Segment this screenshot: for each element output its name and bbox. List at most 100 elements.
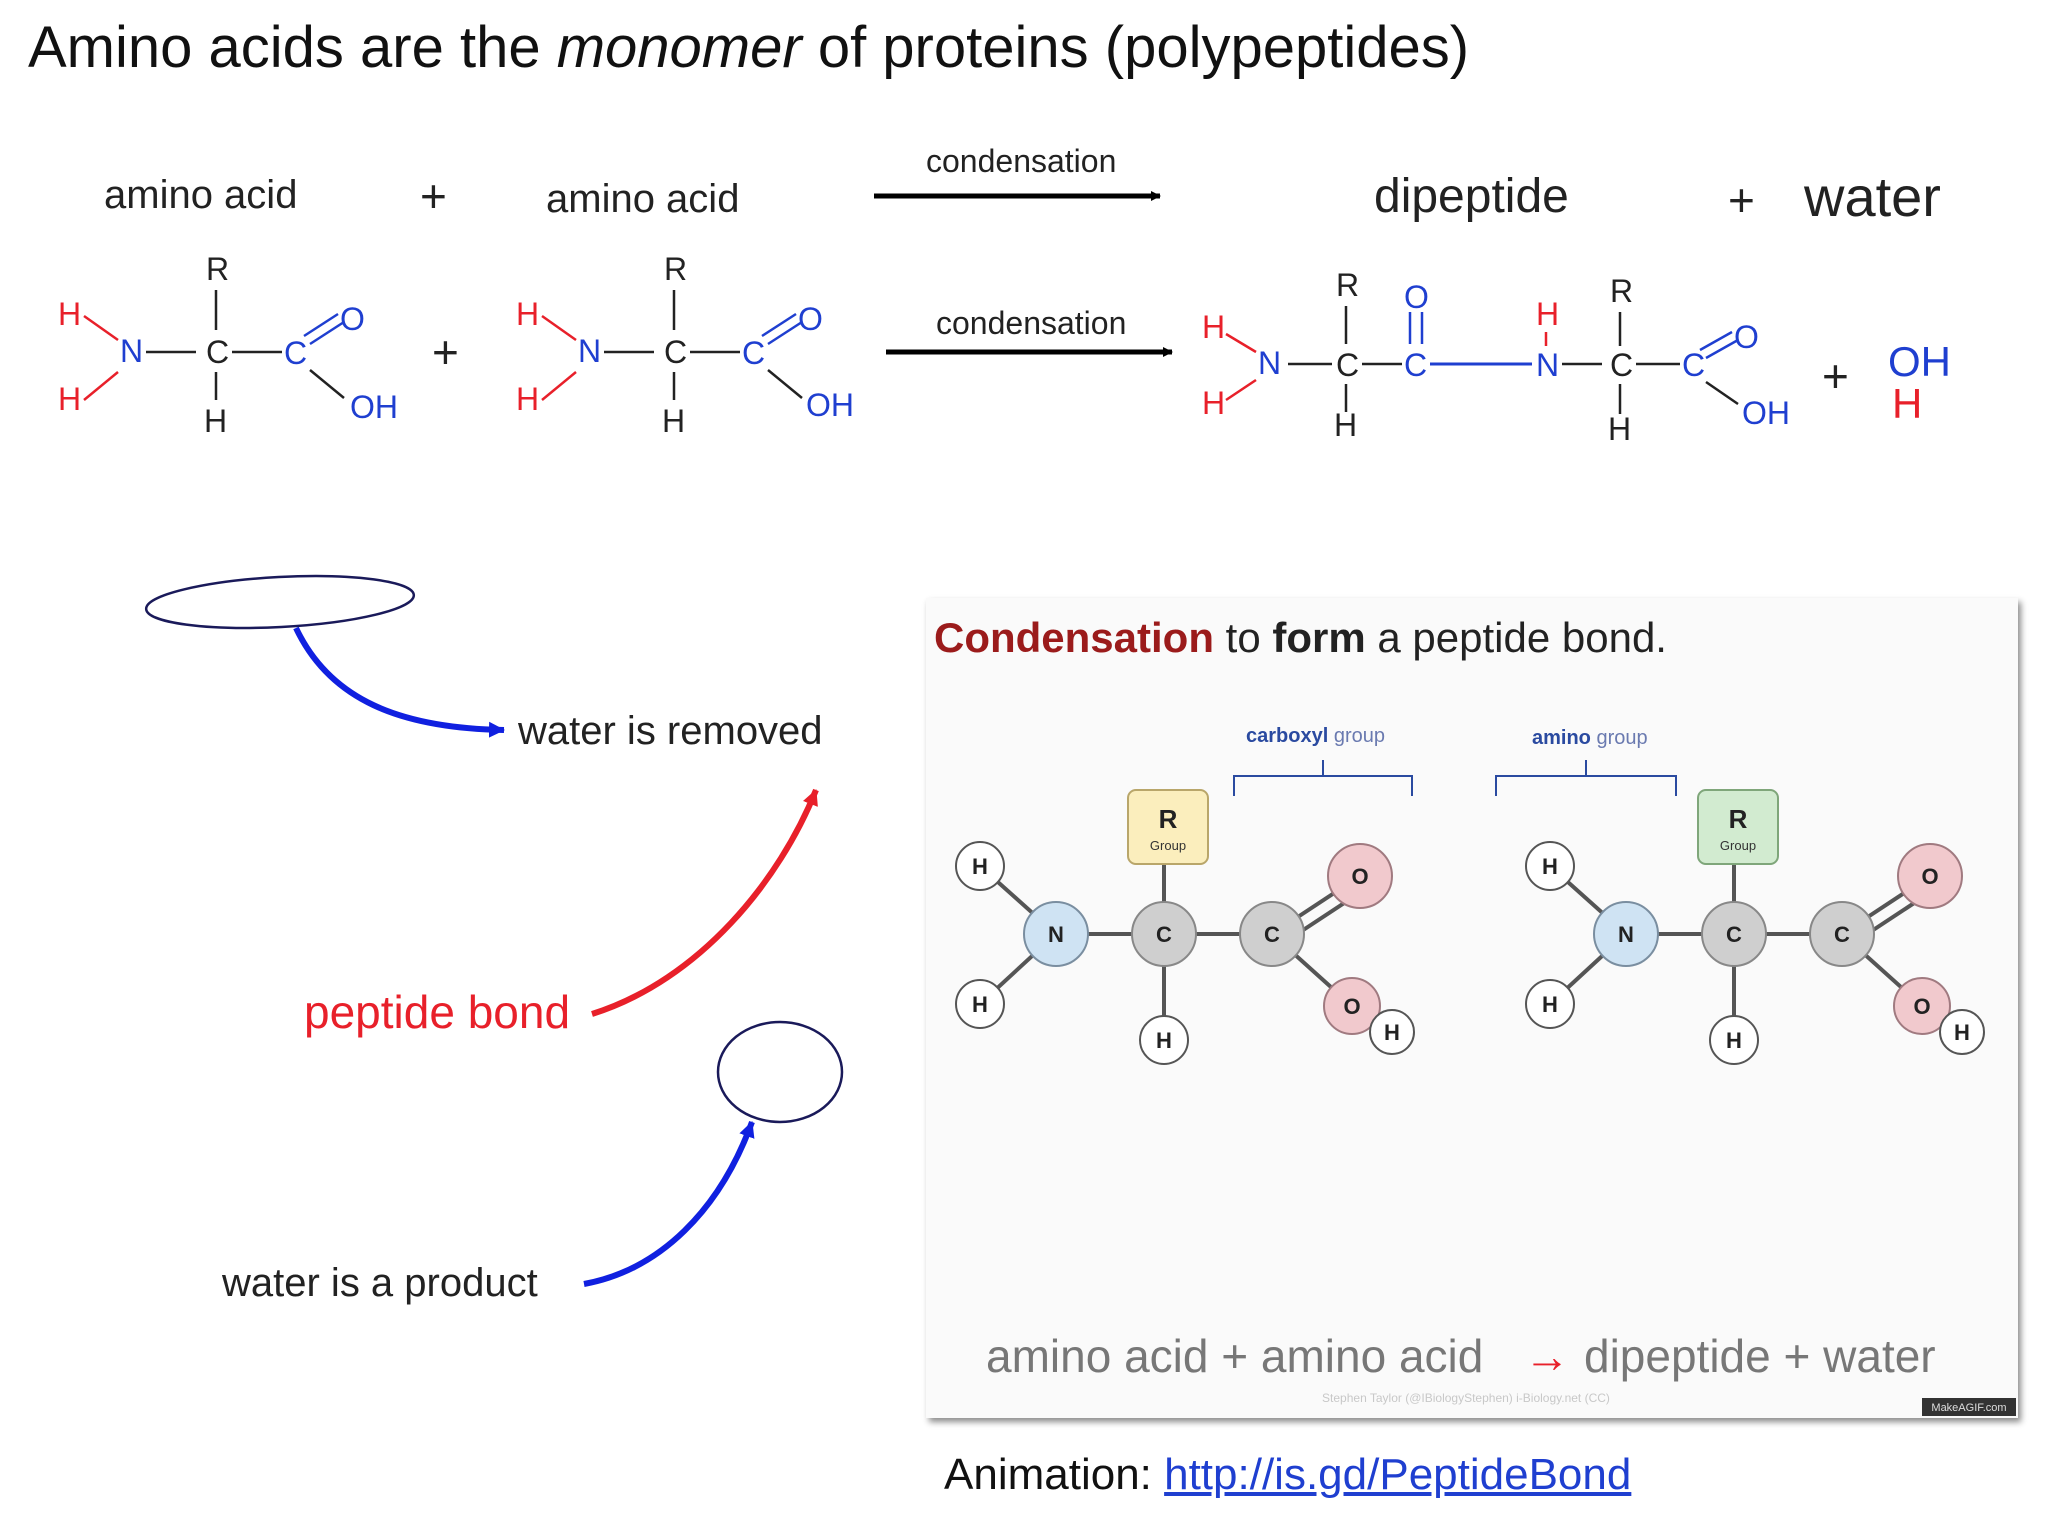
- slide-title: Amino acids are the monomer of proteins …: [28, 14, 1469, 81]
- m1-oh-o-atom: [1323, 977, 1381, 1035]
- dipeptide-structure: H N H R C H C O H N R C H: [1202, 267, 1790, 447]
- animation-footer: Animation: http://is.gd/PeptideBond: [944, 1450, 1631, 1500]
- aa2-oh: OH: [806, 387, 854, 423]
- aa2-c-alpha: C: [664, 334, 687, 370]
- amino-bracket: [1495, 760, 1677, 796]
- animation-link[interactable]: http://is.gd/PeptideBond: [1164, 1450, 1632, 1499]
- dp-h-alpha2: H: [1608, 411, 1631, 447]
- m1-oh-h-label: H: [1384, 1020, 1400, 1045]
- m2-o-atom: [1897, 843, 1963, 909]
- m1-h2-atom: [955, 979, 1005, 1029]
- m1-o-atom: [1327, 843, 1393, 909]
- word-plus-2: +: [1728, 174, 1755, 226]
- aa1-o: O: [340, 301, 365, 337]
- m2-h3-label: H: [1726, 1028, 1742, 1053]
- word-product-1: dipeptide: [1374, 170, 1569, 223]
- word-product-2: water: [1803, 165, 1941, 228]
- m2-oh-o-label: O: [1913, 994, 1930, 1019]
- water-oh: OH: [1888, 338, 1951, 385]
- dp-n1: N: [1258, 345, 1281, 381]
- dp-c-alpha2: C: [1610, 347, 1633, 383]
- r-group-1-box: [1127, 789, 1209, 865]
- carboxyl-group-label: carboxyl group: [1246, 725, 1385, 747]
- water-product-label: water is a product: [221, 1261, 538, 1305]
- r-group-2-sub: Group: [1720, 838, 1756, 853]
- struct-plus-1: +: [432, 326, 459, 378]
- molecule-2: R Group H H N C H C O O H: [1525, 789, 1985, 1065]
- m2-h1-label: H: [1542, 854, 1558, 879]
- aa1-n: N: [120, 333, 143, 369]
- dp-c-carbonyl: C: [1404, 347, 1427, 383]
- aa1-c-alpha: C: [206, 334, 229, 370]
- water-removed-arrow: [293, 626, 505, 738]
- molecule-1: R Group H H N C H C O O H: [955, 789, 1415, 1065]
- dp-r2: R: [1610, 273, 1633, 309]
- aa1-oh: OH: [350, 389, 398, 425]
- panel-watermark-box: [1922, 1398, 2016, 1416]
- m1-c-alpha-atom: [1131, 901, 1197, 967]
- panel-heading-condensation: Condensation: [934, 614, 1214, 661]
- title-suffix: of proteins (polypeptides): [801, 15, 1470, 80]
- aa2-r: R: [664, 251, 687, 287]
- word-reactant-2: amino acid: [546, 177, 739, 221]
- peptide-bond-arrow: [591, 788, 819, 1017]
- panel-equation-right: dipeptide + water: [1584, 1330, 1936, 1382]
- title-prefix: Amino acids are the: [28, 15, 557, 80]
- dp-n2: N: [1536, 347, 1559, 383]
- m2-n-atom: [1593, 901, 1659, 967]
- peptide-bond-label: peptide bond: [304, 986, 570, 1038]
- aa2-c-carboxyl: C: [742, 335, 765, 371]
- dp-h-amide: H: [1536, 296, 1559, 332]
- title-emphasis: monomer: [556, 15, 802, 80]
- m1-c-carboxyl-label: C: [1264, 922, 1280, 947]
- amino-acid-2-structure: R H N H C H C O OH: [516, 251, 854, 439]
- panel-equation-arrow: →: [1524, 1330, 1570, 1382]
- struct-arrow-label: condensation: [936, 305, 1126, 341]
- m1-h1-label: H: [972, 854, 988, 879]
- word-plus-1: +: [420, 170, 447, 222]
- carboxyl-bracket: [1233, 760, 1413, 796]
- m2-c-carboxyl-label: C: [1834, 922, 1850, 947]
- panel-credit: Stephen Taylor (@IBiologyStephen) i-Biol…: [1322, 1391, 1610, 1405]
- panel-heading-form: form: [1272, 614, 1365, 661]
- aa1-h-top: H: [58, 296, 81, 332]
- r-group-1-sub: Group: [1150, 838, 1186, 853]
- panel-watermark: MakeAGIF.com: [1931, 1402, 2006, 1414]
- water-removed-label: water is removed: [517, 709, 823, 753]
- m1-c-carboxyl-atom: [1239, 901, 1305, 967]
- m1-oh-h-atom: [1369, 1009, 1415, 1055]
- m1-h3-label: H: [1156, 1028, 1172, 1053]
- m1-n-atom: [1023, 901, 1089, 967]
- m2-h3-atom: [1709, 1015, 1759, 1065]
- m2-oh-h-atom: [1939, 1009, 1985, 1055]
- dp-o-carbonyl: O: [1404, 279, 1429, 315]
- aa2-h-bottom: H: [516, 381, 539, 417]
- m1-o-label: O: [1351, 864, 1368, 889]
- r-group-1-label: R: [1159, 804, 1178, 834]
- water-h: H: [1892, 380, 1922, 427]
- word-reactant-1: amino acid: [104, 173, 297, 217]
- aa1-h-bottom: H: [58, 381, 81, 417]
- dp-o-carboxyl: O: [1734, 319, 1759, 355]
- animation-panel: [926, 598, 2018, 1418]
- dp-oh: OH: [1742, 395, 1790, 431]
- dp-r1: R: [1336, 267, 1359, 303]
- panel-equation-left: amino acid + amino acid: [986, 1330, 1483, 1382]
- dp-c-alpha1: C: [1336, 347, 1359, 383]
- aa2-n: N: [578, 333, 601, 369]
- dp-c-carboxyl: C: [1682, 347, 1705, 383]
- aa2-o: O: [798, 301, 823, 337]
- m1-c-alpha-label: C: [1156, 922, 1172, 947]
- panel-heading-to: to: [1214, 614, 1272, 661]
- animation-footer-label: Animation:: [944, 1450, 1165, 1499]
- water-product-circle: [716, 1020, 844, 1124]
- m1-h2-label: H: [972, 992, 988, 1017]
- dp-h-top: H: [1202, 309, 1225, 345]
- r-group-2-label: R: [1729, 804, 1748, 834]
- aa1-h-alpha: H: [204, 403, 227, 439]
- m1-h3-atom: [1139, 1015, 1189, 1065]
- panel-heading-end: a peptide bond.: [1366, 614, 1667, 661]
- r-group-2-box: [1697, 789, 1779, 865]
- m2-h2-atom: [1525, 979, 1575, 1029]
- m1-oh-o-label: O: [1343, 994, 1360, 1019]
